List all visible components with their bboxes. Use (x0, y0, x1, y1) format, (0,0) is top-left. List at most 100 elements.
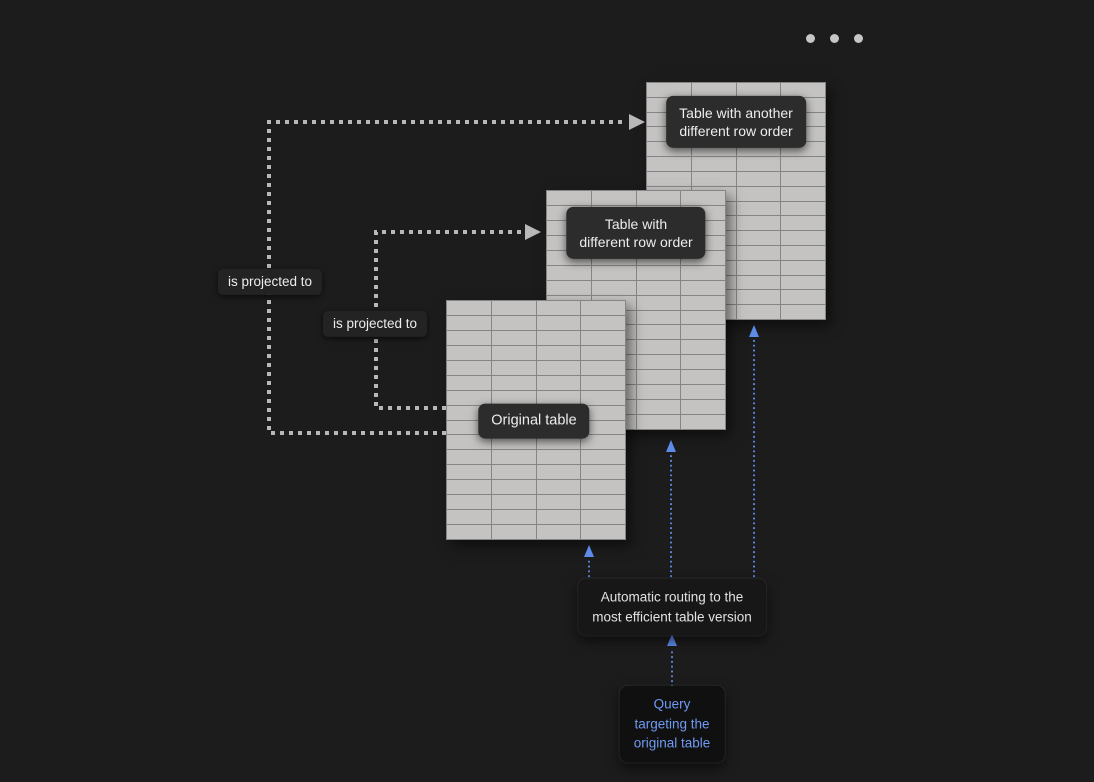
dot-icon (854, 34, 863, 43)
table-cell (736, 231, 781, 245)
table-cell (681, 265, 725, 280)
table-cell (736, 186, 781, 201)
table-cell (781, 290, 825, 305)
table-cell (491, 390, 536, 405)
table-cell (647, 83, 691, 97)
table-cell (636, 385, 681, 400)
table-cell (447, 301, 491, 315)
table-cell (681, 310, 725, 325)
table-cell (736, 290, 781, 305)
label-original-table: Original table (478, 403, 590, 439)
table-cell (447, 435, 491, 450)
table-cell (681, 370, 725, 385)
table-cell (491, 435, 536, 450)
query-box: Query targeting the original table (619, 685, 725, 763)
dot-icon (806, 34, 815, 43)
table-cell (536, 301, 581, 315)
table-cell (536, 495, 581, 510)
table-cell (581, 345, 625, 360)
edge-label-is-projected-to-inner: is projected to (322, 310, 428, 338)
table-cell (447, 375, 491, 390)
table-cell (691, 157, 736, 171)
table-cell (581, 315, 625, 330)
table-cell (581, 360, 625, 375)
table-cell (447, 525, 491, 539)
table-cell (636, 295, 681, 310)
table-cell (447, 390, 491, 405)
table-cell (691, 83, 736, 97)
table-cell (591, 280, 636, 295)
table-cell (636, 310, 681, 325)
table-cell (636, 265, 681, 280)
table-cell (447, 315, 491, 330)
table-cell (636, 370, 681, 385)
table-cell (536, 390, 581, 405)
table-cell (636, 400, 681, 415)
table-cell (581, 480, 625, 495)
table-cell (781, 201, 825, 216)
table-cell (636, 415, 681, 429)
table-cell (636, 191, 681, 205)
table-cell (581, 330, 625, 345)
table-cell (447, 330, 491, 345)
table-cell (736, 260, 781, 275)
table-cell (736, 275, 781, 290)
table-cell (491, 301, 536, 315)
table-cell (736, 245, 781, 260)
projection-arrowhead-outer-icon (629, 114, 645, 130)
table-cell (636, 340, 681, 355)
table-cell (536, 315, 581, 330)
table-cell (491, 315, 536, 330)
routing-to-reordered-arrowhead-icon (666, 440, 676, 452)
query-to-routing-arrowhead-icon (667, 634, 677, 646)
table-cell (491, 480, 536, 495)
table-cell (447, 345, 491, 360)
table-cell (736, 83, 781, 97)
table-cell (781, 83, 825, 97)
table-cell (536, 480, 581, 495)
label-table-different-row-order: Table with different row order (566, 206, 706, 260)
table-cell (581, 465, 625, 480)
table-cell (681, 355, 725, 370)
table-cell (536, 345, 581, 360)
table-cell (581, 525, 625, 539)
table-cell (536, 330, 581, 345)
table-cell (581, 390, 625, 405)
table-cell (447, 465, 491, 480)
table-cell (536, 525, 581, 539)
routing-to-original-arrowhead-icon (584, 545, 594, 557)
table-cell (536, 435, 581, 450)
table-cell (781, 171, 825, 186)
table-cell (491, 510, 536, 525)
table-cell (447, 510, 491, 525)
table-cell (736, 216, 781, 231)
table-cell (591, 265, 636, 280)
table-cell (581, 510, 625, 525)
automatic-routing-note: Automatic routing to the most efficient … (578, 578, 766, 636)
table-cell (781, 216, 825, 231)
table-cell (691, 171, 736, 186)
table-cell (547, 265, 591, 280)
more-options-dots[interactable] (806, 34, 863, 43)
table-cell (581, 450, 625, 465)
table-cell (647, 171, 691, 186)
table-cell (781, 260, 825, 275)
table-cell (681, 325, 725, 340)
table-cell (681, 295, 725, 310)
table-cell (536, 375, 581, 390)
table-cell (681, 415, 725, 429)
table-cell (491, 345, 536, 360)
table-cell (736, 201, 781, 216)
table-cell (681, 340, 725, 355)
table-cell (536, 450, 581, 465)
routing-to-reordered-alt-arrowhead-icon (749, 325, 759, 337)
edge-label-is-projected-to-outer: is projected to (217, 268, 323, 296)
table-cell (591, 191, 636, 205)
table-cell (781, 186, 825, 201)
table-cell (581, 495, 625, 510)
table-cell (636, 280, 681, 295)
label-table-another-different-row-order: Table with another different row order (666, 95, 806, 149)
table-cell (681, 385, 725, 400)
table-cell (736, 157, 781, 171)
